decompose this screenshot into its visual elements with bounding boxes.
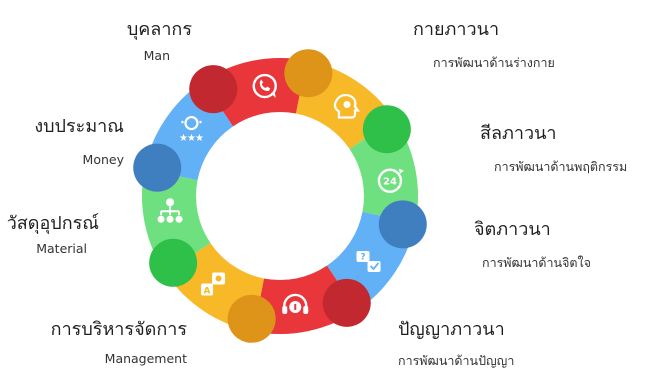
hierarchy-icon <box>157 198 183 223</box>
svg-text:★: ★ <box>195 133 204 144</box>
inner-circle <box>201 117 359 275</box>
phone-chat-icon <box>252 73 277 99</box>
label-wisdom: ปัญญาภาวนา การพัฒนาด้านปัญญา <box>398 314 514 371</box>
translate-icon: A <box>201 272 226 297</box>
node-dot-money <box>133 143 182 192</box>
clock-24-icon: 24 <box>377 168 404 193</box>
node-dot-management <box>227 294 276 343</box>
node-dot-body <box>284 49 333 98</box>
headset-support-icon <box>282 293 309 314</box>
label-man: บุคลากร Man <box>127 14 192 63</box>
label-body: กายภาวนา การพัฒนาด้านร่างกาย <box>413 14 555 73</box>
label-mind-title: จิตภาวนา <box>474 219 551 240</box>
label-material-subtitle: Material <box>36 241 87 256</box>
svg-text:?: ? <box>360 252 365 262</box>
node-dot-mind <box>378 200 427 249</box>
label-money: งบประมาณ Money <box>34 111 124 167</box>
node-dot-wisdom <box>322 278 371 327</box>
label-sila-subtitle: การพัฒนาด้านพฤติกรรม <box>494 159 628 174</box>
label-body-title: กายภาวนา <box>413 19 500 40</box>
rating-person-icon: ★★★ <box>179 115 204 144</box>
label-management-title: การบริหารจัดการ <box>50 319 187 340</box>
label-money-subtitle: Money <box>82 152 124 167</box>
label-sila: สีลภาวนา การพัฒนาด้านพฤติกรรม <box>480 118 627 177</box>
node-dot-sila <box>362 105 411 154</box>
label-sila-title: สีลภาวนา <box>480 123 557 144</box>
svg-text:A: A <box>204 287 211 297</box>
label-man-title: บุคลากร <box>126 19 192 40</box>
label-material: วัสดุอุปกรณ์ Material <box>7 208 99 256</box>
label-wisdom-title: ปัญญาภาวนา <box>398 319 505 340</box>
label-money-title: งบประมาณ <box>34 116 124 137</box>
label-wisdom-subtitle: การพัฒนาด้านปัญญา <box>398 353 515 368</box>
label-material-title: วัสดุอุปกรณ์ <box>6 213 99 234</box>
node-dot-material <box>149 238 198 287</box>
label-management: การบริหารจัดการ Management <box>51 314 187 366</box>
label-body-subtitle: การพัฒนาด้านร่างกาย <box>433 55 555 70</box>
node-dot-man <box>189 65 238 114</box>
svg-text:★: ★ <box>179 133 188 144</box>
question-chat-icon: ? <box>356 250 381 272</box>
label-mind-subtitle: การพัฒนาด้านจิตใจ <box>482 255 591 270</box>
label-man-subtitle: Man <box>143 48 170 63</box>
label-mind: จิตภาวนา การพัฒนาด้านจิตใจ <box>474 214 591 273</box>
head-gear-icon <box>333 93 361 119</box>
svg-text:★: ★ <box>187 133 196 144</box>
svg-text:24: 24 <box>383 177 397 188</box>
label-management-subtitle: Management <box>104 351 187 366</box>
